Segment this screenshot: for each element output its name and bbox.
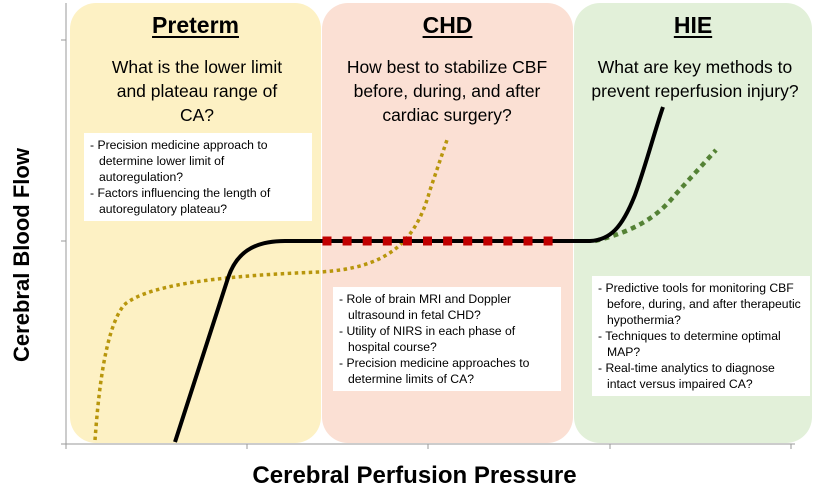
note-item: Real-time analytics to diagnose intact v… <box>598 360 804 392</box>
plateau-marker <box>463 236 473 246</box>
note-item: Precision medicine approaches to determi… <box>339 355 555 387</box>
plateau-marker <box>423 236 432 246</box>
plateau-marker <box>503 236 513 246</box>
note-item: Utility of NIRS in each phase of hospita… <box>339 323 555 355</box>
panel-title-hie: HIE <box>673 12 713 38</box>
note-item: Factors influencing the length of autore… <box>90 185 306 217</box>
note-item: Role of brain MRI and Doppler ultrasound… <box>339 291 555 323</box>
plateau-marker <box>443 236 453 246</box>
plateau-markers <box>322 236 553 246</box>
plateau-marker <box>543 236 553 246</box>
plateau-marker <box>523 236 533 246</box>
plateau-marker <box>362 236 372 246</box>
panel-question-chd: How best to stabilize CBF before, during… <box>346 57 548 125</box>
plateau-marker <box>483 236 493 246</box>
normal-autoregulation-curve <box>173 106 665 443</box>
plateau-marker <box>342 236 352 246</box>
preterm-autoregulation-curve <box>93 136 450 441</box>
notes-box-chd: Role of brain MRI and Doppler ultrasound… <box>333 287 561 391</box>
panel-question-hie: What are key methods to prevent reperfus… <box>591 57 799 101</box>
plateau-marker <box>322 236 332 246</box>
x-axis-label: Cerebral Perfusion Pressure <box>252 462 577 489</box>
note-item: Techniques to determine optimal MAP? <box>598 328 804 360</box>
panel-question-preterm: What is the lower limit and plateau rang… <box>111 57 283 125</box>
panel-title-chd: CHD <box>422 12 473 38</box>
notes-box-hie: Predictive tools for monitoring CBF befo… <box>592 276 810 396</box>
notes-box-preterm: Precision medicine approach to determine… <box>84 133 312 221</box>
plateau-marker <box>382 236 392 246</box>
note-item: Precision medicine approach to determine… <box>90 137 306 185</box>
panel-preterm-bg <box>70 3 321 443</box>
plateau-marker <box>402 236 412 246</box>
y-axis-label: Cerebral Blood Flow <box>9 148 34 362</box>
note-item: Predictive tools for monitoring CBF befo… <box>598 280 804 328</box>
panel-title-preterm: Preterm <box>152 12 239 38</box>
